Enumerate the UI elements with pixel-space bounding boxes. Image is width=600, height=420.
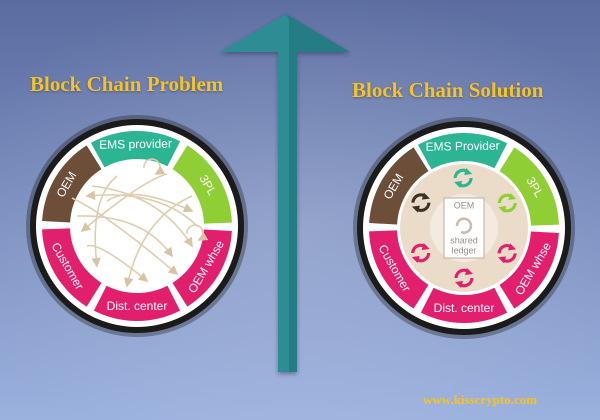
flow-arrow (106, 193, 194, 213)
segment-label-ems-provider: EMS provider (99, 137, 172, 152)
segment-customer (369, 230, 429, 309)
segment-label-ems-provider: EMS Provider (425, 139, 499, 154)
ledger-sync-icon (455, 217, 473, 234)
segment-oem-whse (499, 231, 559, 309)
flow-arrow (86, 244, 149, 283)
sync-icon-dist-center (454, 268, 474, 288)
sync-icon-oem-whse (497, 243, 517, 264)
loop-arrow (143, 158, 166, 175)
website-link[interactable]: www.kisscrypto.com (423, 392, 538, 407)
sync-icon-oem (411, 192, 431, 213)
sync-icon-3pl (497, 193, 517, 213)
solution-title: Block Chain Solution (352, 78, 544, 102)
flow-arrow (71, 197, 179, 276)
loop-arrow (186, 224, 209, 241)
flow-arrow (91, 175, 118, 268)
segment-oem (42, 145, 102, 223)
flow-arrow (124, 195, 193, 288)
ledger-label-ledger: ledger (451, 245, 476, 255)
segment-customer (42, 228, 102, 307)
segment-dist-center (93, 285, 181, 322)
flow-arrow (85, 190, 198, 227)
ledger-box (443, 197, 485, 259)
segment-label-dist-center: Dist. center (434, 301, 495, 315)
ledger-label-shared: shared (450, 235, 478, 245)
up-arrow (220, 14, 350, 372)
flow-arrow (80, 173, 168, 233)
segment-3pl (172, 145, 232, 224)
segment-3pl (499, 147, 559, 226)
segment-ems-provider (90, 131, 181, 168)
flow-arrow (76, 215, 173, 258)
segment-dist-center (420, 287, 508, 324)
segment-oem-whse (172, 229, 232, 307)
sync-icon-ems-provider (453, 168, 473, 189)
sync-icon-customer (411, 243, 431, 263)
segment-ems-provider (417, 133, 508, 170)
ledger-label-oem: OEM (454, 200, 475, 210)
segment-label-dist-center: Dist. center (107, 299, 168, 313)
segment-oem (369, 147, 429, 225)
problem-title: Block Chain Problem (30, 72, 224, 96)
